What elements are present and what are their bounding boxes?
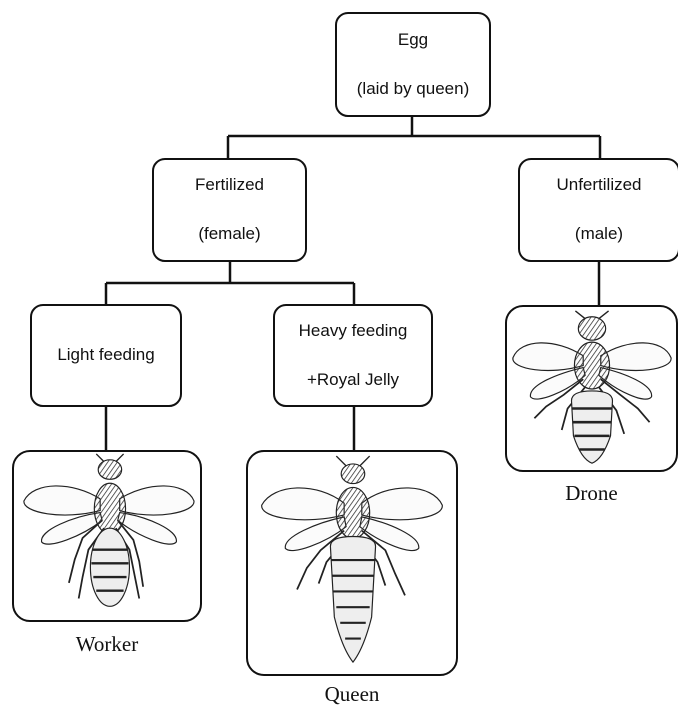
- drone-bee-icon: [507, 307, 676, 470]
- egg-node: Egg (laid by queen): [335, 12, 491, 117]
- drone-caption: Drone: [505, 481, 678, 506]
- worker-image-box: [12, 450, 202, 622]
- unfertilized-subtitle: (male): [556, 222, 641, 247]
- fertilized-subtitle: (female): [195, 222, 264, 247]
- queen-caption: Queen: [246, 682, 458, 707]
- egg-subtitle: (laid by queen): [357, 77, 469, 102]
- drone-image-box: [505, 305, 678, 472]
- heavy-feeding-line2: +Royal Jelly: [299, 368, 408, 393]
- light-feeding-label: Light feeding: [57, 343, 154, 368]
- unfertilized-title: Unfertilized: [556, 173, 641, 198]
- egg-title: Egg: [357, 28, 469, 53]
- worker-bee-icon: [14, 452, 200, 620]
- queen-bee-icon: [248, 452, 456, 674]
- fertilized-node: Fertilized (female): [152, 158, 307, 262]
- light-feeding-node: Light feeding: [30, 304, 182, 407]
- worker-caption: Worker: [12, 632, 202, 657]
- heavy-feeding-node: Heavy feeding +Royal Jelly: [273, 304, 433, 407]
- queen-image-box: [246, 450, 458, 676]
- unfertilized-node: Unfertilized (male): [518, 158, 678, 262]
- fertilized-title: Fertilized: [195, 173, 264, 198]
- heavy-feeding-line1: Heavy feeding: [299, 319, 408, 344]
